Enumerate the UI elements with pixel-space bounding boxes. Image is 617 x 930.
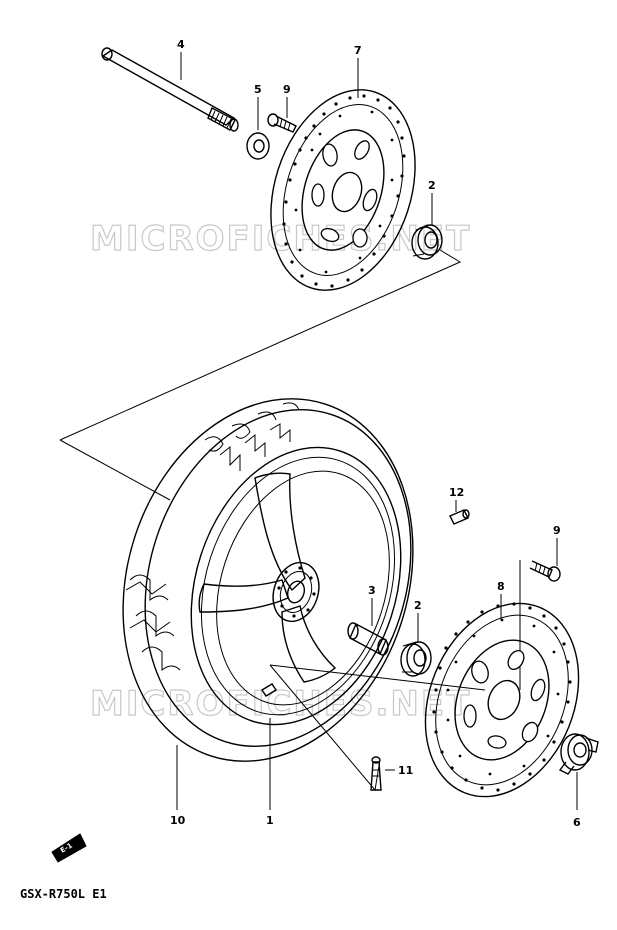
valve-part [370, 756, 382, 791]
callout-2-top: 2 [428, 179, 436, 192]
watermark-bottom: MICROFICHES.NET [90, 684, 471, 724]
callout-8: 8 [497, 580, 505, 593]
watermark-top: MICROFICHES.NET [90, 219, 471, 259]
bearing-part-top [411, 224, 443, 260]
callout-2-middle: 2 [414, 599, 422, 612]
callout-3: 3 [368, 584, 376, 597]
callout-7: 7 [354, 44, 362, 57]
bearing-part-middle [400, 641, 432, 677]
spacer-part [347, 622, 389, 656]
leader-lines [176, 52, 578, 810]
bolt-part-right [529, 560, 561, 582]
model-label: GSX-R750L E1 [20, 887, 107, 901]
gearbox-part [558, 733, 599, 775]
callout-9-right: 9 [553, 524, 561, 537]
callout-12: 12 [449, 486, 464, 499]
callout-6: 6 [573, 816, 581, 829]
callout-5: 5 [254, 83, 262, 96]
callout-4: 4 [177, 38, 185, 51]
callout-1: 1 [266, 814, 274, 827]
brake-disc-lower [424, 602, 580, 798]
callout-11: 11 [398, 764, 413, 777]
valve-cap-part [449, 509, 470, 525]
callouts: 4 5 9 7 2 12 9 3 2 8 11 10 1 6 [170, 38, 581, 829]
callout-9-top: 9 [283, 83, 291, 96]
axle-part [101, 47, 239, 132]
wheel-assembly [122, 398, 414, 762]
callout-10: 10 [170, 814, 186, 827]
brake-disc-upper [270, 89, 416, 291]
washer-part [246, 132, 270, 160]
version-badge: E-1 [51, 833, 87, 863]
bolt-part-top [267, 113, 297, 133]
